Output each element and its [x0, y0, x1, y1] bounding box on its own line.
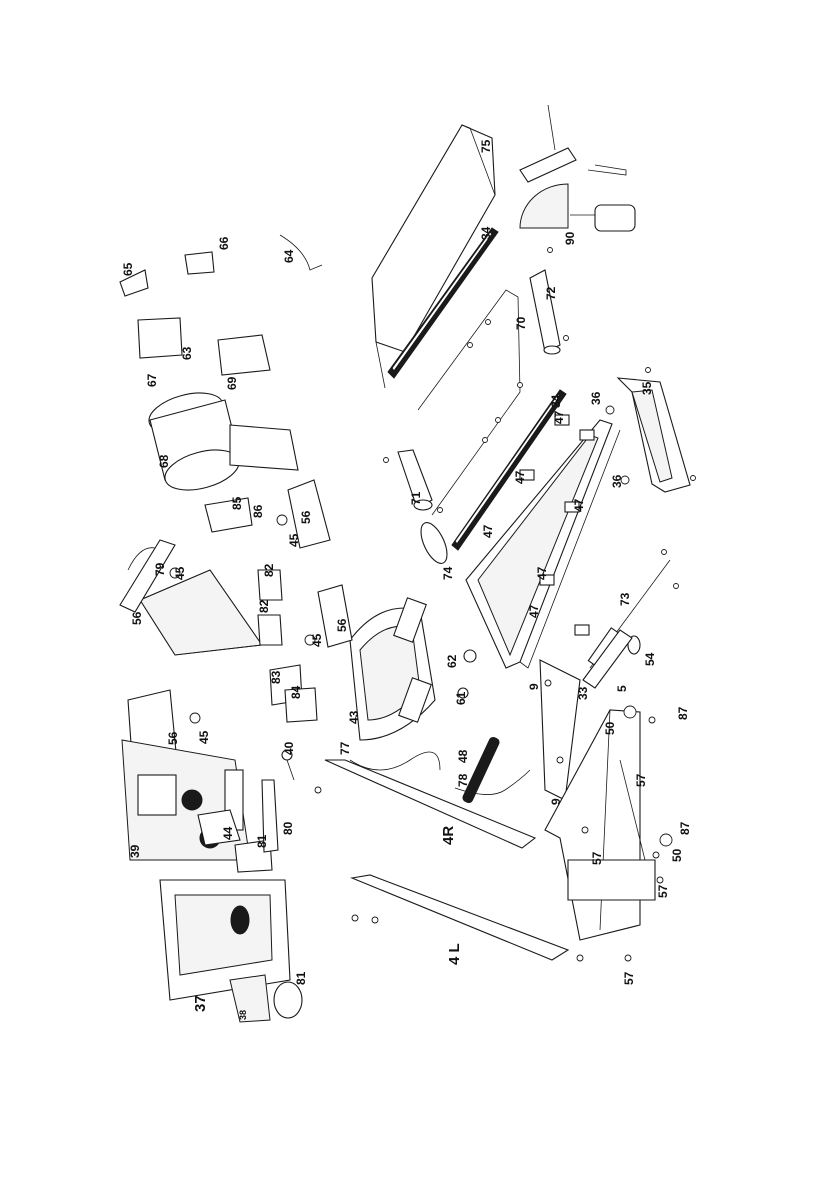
label-81-a: 81 [255, 834, 269, 848]
label-56-b: 56 [130, 611, 144, 625]
label-47-e: 47 [535, 566, 549, 580]
label-84: 84 [289, 685, 303, 699]
label-47-a: 47 [552, 410, 566, 424]
label-86: 86 [251, 504, 265, 518]
label-87-a: 87 [676, 706, 690, 720]
label-34-lower: 34 [549, 394, 563, 408]
label-38: 38 [238, 1010, 248, 1020]
label-62: 62 [445, 654, 459, 668]
label-87-b: 87 [678, 821, 692, 835]
label-36-b: 36 [610, 474, 624, 488]
label-47-c: 47 [572, 498, 586, 512]
label-4L: 4 L [446, 943, 463, 965]
label-35: 35 [640, 381, 654, 395]
label-9-a: 9 [527, 683, 541, 690]
label-90: 90 [563, 231, 577, 245]
label-80: 80 [281, 821, 295, 835]
label-44: 44 [221, 826, 235, 840]
label-4R: 4R [440, 826, 457, 845]
label-63: 63 [180, 346, 194, 360]
label-66: 66 [217, 236, 231, 250]
label-70: 70 [514, 316, 528, 330]
label-57-a: 57 [634, 773, 648, 787]
label-43: 43 [347, 710, 361, 724]
label-64: 64 [282, 249, 296, 263]
label-69: 69 [225, 376, 239, 390]
label-47-f: 47 [527, 604, 541, 618]
label-77: 77 [338, 741, 352, 755]
label-78: 78 [456, 773, 470, 787]
label-39: 39 [128, 844, 142, 858]
label-79: 79 [153, 562, 167, 576]
label-37: 37 [192, 995, 209, 1012]
label-56-c: 56 [335, 618, 349, 632]
label-68: 68 [157, 454, 171, 468]
label-67: 67 [145, 373, 159, 387]
label-5: 5 [615, 685, 629, 692]
label-50-a: 50 [603, 721, 617, 735]
label-47-d: 47 [481, 524, 495, 538]
label-75: 75 [479, 139, 493, 153]
label-56-d: 56 [166, 731, 180, 745]
label-82-a: 82 [262, 563, 276, 577]
label-65: 65 [121, 262, 135, 276]
label-71: 71 [409, 491, 423, 505]
label-57-b: 57 [590, 851, 604, 865]
label-34-upper: 34 [479, 226, 493, 240]
label-56-a: 56 [299, 510, 313, 524]
label-74: 74 [441, 566, 455, 580]
label-83: 83 [269, 670, 283, 684]
label-9-b: 9 [549, 798, 563, 805]
label-81-b: 81 [294, 971, 308, 985]
label-82-b: 82 [257, 599, 271, 613]
label-45-a: 45 [287, 533, 301, 547]
label-45-b: 45 [173, 566, 187, 580]
label-33: 33 [576, 686, 590, 700]
label-54: 54 [643, 652, 657, 666]
label-72: 72 [544, 286, 558, 300]
label-47-b: 47 [513, 470, 527, 484]
label-48: 48 [456, 749, 470, 763]
label-45-c: 45 [310, 633, 324, 647]
label-73: 73 [618, 592, 632, 606]
label-57-c: 57 [656, 884, 670, 898]
label-85: 85 [230, 496, 244, 510]
label-50-b: 50 [670, 848, 684, 862]
label-61: 61 [454, 691, 468, 705]
label-45-d: 45 [197, 730, 211, 744]
label-57-d: 57 [622, 971, 636, 985]
console-base-cover [160, 880, 290, 1000]
label-36-a: 36 [589, 391, 603, 405]
label-40: 40 [282, 741, 296, 755]
